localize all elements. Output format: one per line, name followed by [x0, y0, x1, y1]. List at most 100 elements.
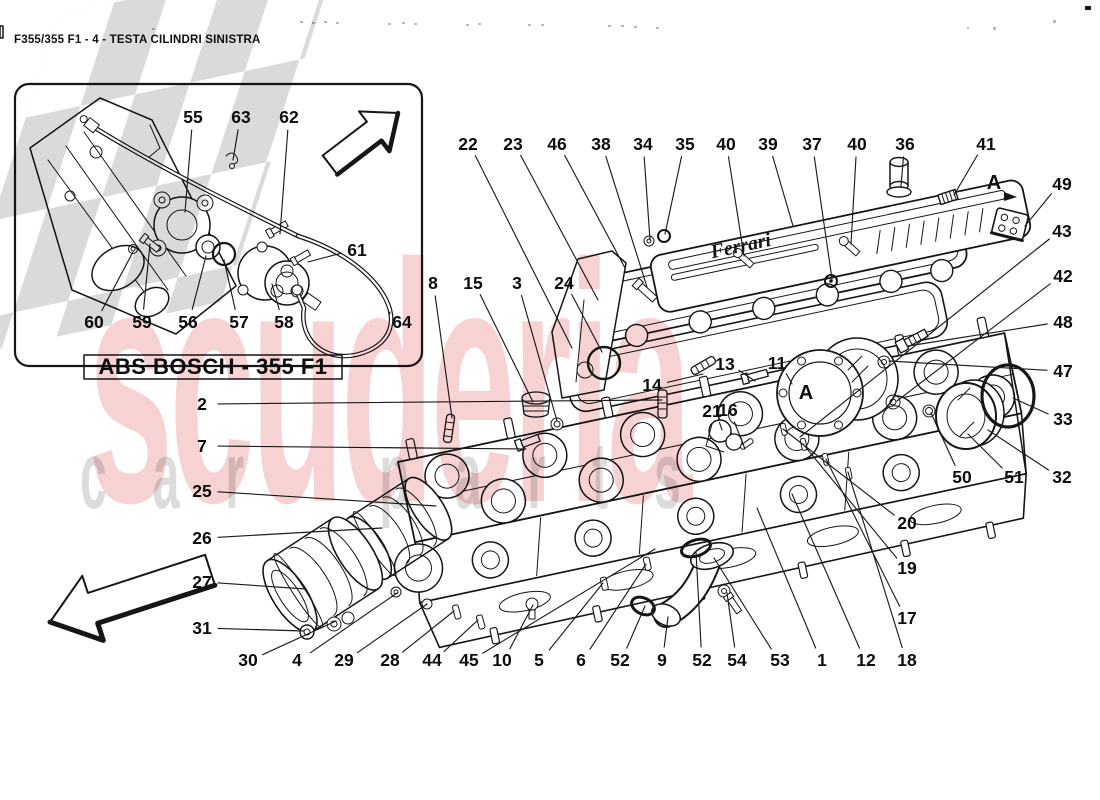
callout-21: 21: [702, 401, 722, 421]
leader-line-32: [987, 429, 1050, 471]
connector-plug-49: [989, 207, 1029, 242]
callout-48: 48: [1053, 312, 1073, 332]
leader-line-15: [479, 294, 534, 403]
callout-8: 8: [428, 273, 438, 293]
leader-line-52: [695, 551, 702, 648]
leader-line-21: [718, 421, 723, 431]
leader-line-22: [474, 155, 573, 349]
leader-line-28: [402, 610, 455, 653]
abs-clip-63: [225, 152, 239, 169]
inset-arrow-icon: [321, 110, 401, 177]
washer-47: [877, 355, 891, 369]
stud-14: [690, 355, 717, 376]
leader-line-51: [967, 433, 1003, 469]
callout-14: 14: [642, 375, 662, 395]
callout-58: 58: [274, 312, 294, 332]
screw-40b: [838, 235, 861, 257]
leader-line-13: [738, 369, 756, 382]
callout-45: 45: [459, 650, 479, 670]
callout-53: 53: [770, 650, 790, 670]
leader-line-24: [571, 293, 603, 353]
leader-line-29: [356, 603, 428, 654]
leader-line-10: [509, 604, 534, 650]
callout-52: 52: [692, 650, 712, 670]
coupling-sleeve-lower: [262, 516, 384, 634]
callout-34: 34: [633, 134, 653, 154]
callout-56: 56: [178, 312, 198, 332]
callout-15: 15: [463, 273, 483, 293]
callout-6: 6: [576, 650, 586, 670]
leader-line-11: [785, 373, 793, 385]
callout-40: 40: [847, 134, 867, 154]
stud-2: [657, 389, 668, 419]
callout-20: 20: [897, 513, 917, 533]
callout-54: 54: [727, 650, 747, 670]
nut-50: [922, 404, 936, 418]
leader-line-4: [309, 592, 398, 654]
leader-line-33: [1012, 397, 1049, 415]
leader-line-25: [217, 491, 437, 507]
callout-60: 60: [84, 312, 104, 332]
stud-8: [442, 413, 456, 444]
callout-62: 62: [279, 107, 299, 127]
callout-51: 51: [1004, 467, 1024, 487]
callout-31: 31: [192, 618, 212, 638]
callout-2: 2: [197, 394, 207, 414]
leader-line-36: [900, 156, 905, 187]
leader-line-19: [802, 443, 898, 559]
callout-9: 9: [657, 650, 667, 670]
callout-35: 35: [675, 134, 695, 154]
callout-32: 32: [1052, 467, 1072, 487]
seal-ring-51: [935, 379, 1005, 450]
bolt-7: [513, 433, 541, 452]
callout-47: 47: [1053, 361, 1072, 381]
callout-52: 52: [610, 650, 630, 670]
callout-61: 61: [347, 240, 367, 260]
washer-30: [326, 616, 342, 632]
abs-bolt-61: [289, 249, 311, 267]
bolt-13: [740, 368, 769, 386]
leader-line-40: [727, 156, 745, 257]
intake-couplings: [262, 476, 453, 640]
callout-41: 41: [976, 134, 996, 154]
nut-3: [550, 417, 564, 431]
leader-line-14: [667, 373, 704, 383]
callout-33: 33: [1053, 409, 1073, 429]
leader-line-26: [217, 527, 383, 538]
screw-40a: [732, 247, 755, 269]
callout-12: 12: [856, 650, 876, 670]
callout-25: 25: [192, 481, 212, 501]
o-ring-33: [980, 363, 1036, 429]
callout-64: 64: [392, 312, 412, 332]
callout-1: 1: [817, 650, 827, 670]
leader-line-39: [772, 155, 794, 227]
callout-5: 5: [534, 650, 544, 670]
leader-line-31: [217, 627, 305, 632]
callout-7: 7: [197, 436, 207, 456]
leader-line-30: [262, 620, 337, 656]
callout-63: 63: [231, 107, 251, 127]
callout-23: 23: [503, 134, 523, 154]
bolt-38: [631, 277, 658, 303]
cylinder-head: [393, 316, 1027, 649]
callout-29: 29: [334, 650, 354, 670]
leader-line-48: [907, 323, 1048, 347]
callout-24: 24: [554, 273, 574, 293]
callout-26: 26: [192, 528, 212, 548]
bolt-54: [722, 591, 743, 615]
callout-4: 4: [292, 650, 302, 670]
leader-line-17: [825, 458, 901, 607]
leader-line-52: [626, 605, 646, 649]
callout-37: 37: [802, 134, 821, 154]
leader-line-45: [482, 548, 656, 654]
bottom-left-arrow-icon: [47, 553, 218, 643]
callout-57: 57: [229, 312, 248, 332]
leader-line-44: [443, 619, 479, 653]
callout-27: 27: [192, 572, 211, 592]
callout-49: 49: [1052, 174, 1072, 194]
view-direction-arrow-small: [1004, 192, 1017, 201]
o-ring-24: [586, 345, 622, 381]
washer-34: [643, 235, 655, 247]
callout-38: 38: [591, 134, 611, 154]
